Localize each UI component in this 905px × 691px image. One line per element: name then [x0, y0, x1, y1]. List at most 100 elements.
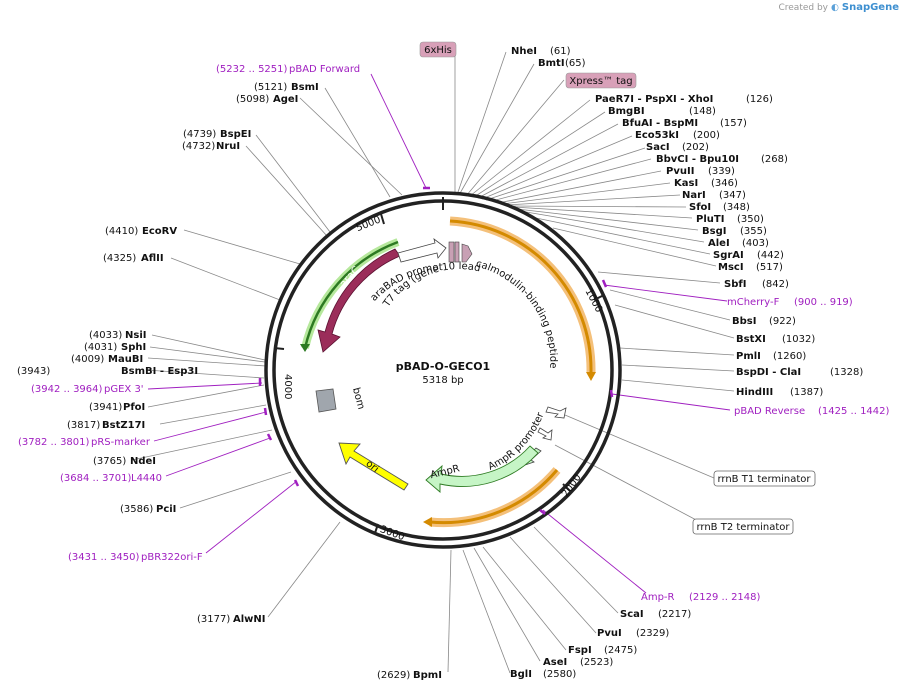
site-name-15: SgrAI [713, 250, 744, 261]
site-name-8: PvuII [666, 166, 694, 177]
primer-range-6: (3684 .. 3701) [60, 473, 132, 484]
site-pos-22: (1387) [790, 387, 823, 398]
credit-brand: SnapGene [841, 2, 899, 13]
site-left-name-2: BspEI [220, 129, 251, 140]
site-left-name-6: NsiI [125, 330, 146, 341]
site-left-name-13: PciI [156, 504, 176, 515]
primer-name-6: L4440 [131, 473, 162, 484]
site-name-21: BspDI - ClaI [736, 367, 801, 378]
restriction-sites-right: NheI(61)BmtI(65)PaeR7I - PspXI - XhoI(12… [510, 46, 863, 680]
site-name-11: SfoI [689, 202, 711, 213]
leader-lines-left [131, 87, 403, 618]
primer-range-3: (2129 .. 2148) [689, 592, 761, 603]
site-name-17: SbfI [724, 279, 746, 290]
rrnb-t2-terminator-feature[interactable] [537, 427, 553, 441]
primer-name-3: Amp-R [641, 592, 675, 603]
rrnb-t1-box [713, 470, 816, 487]
site-name-24: PvuI [597, 628, 622, 639]
site-left-name-3: NruI [216, 141, 240, 152]
rrnb-t2-box [692, 518, 794, 535]
primer-name-7: pBR322ori-F [141, 552, 203, 563]
site-left-pos-6: (4033) [89, 330, 122, 341]
site-left-name-14: AlwNI [233, 614, 266, 625]
arac-feature[interactable] [317, 248, 401, 353]
site-left-name-8: MauBI [108, 354, 143, 365]
arabad-promoter-feature[interactable] [397, 238, 447, 263]
calmodulin-arc [449, 219, 593, 373]
primer-range-0: (5232 .. 5251) [216, 64, 288, 75]
green-arc [303, 240, 399, 349]
site-left-pos-7: (4031) [84, 342, 117, 353]
sixhis-label: 6xHis [424, 45, 452, 56]
site-pos-1: (65) [565, 58, 586, 69]
site-name-22: HindIII [736, 387, 773, 398]
site-left-pos-3: (4732) [182, 141, 215, 152]
sixhis-box [419, 41, 457, 58]
site-left-pos-9: (3943) [17, 366, 50, 377]
site-pos-15: (442) [757, 250, 784, 261]
site-pos-26: (2523) [580, 657, 613, 668]
credit-prefix: Created by [778, 2, 829, 13]
site-pos-23: (2217) [658, 609, 691, 620]
ruler-ticks [273, 197, 605, 534]
site-left-name-1: AgeI [273, 94, 298, 105]
plasmid-length: 5318 bp [422, 375, 463, 386]
site-pos-9: (346) [711, 178, 738, 189]
site-pos-12: (350) [737, 214, 764, 225]
site-pos-20: (1260) [773, 351, 806, 362]
site-pos-21: (1328) [830, 367, 863, 378]
site-name-4: BfuAI - BspMI [622, 118, 698, 129]
site-left-name-5: AflII [141, 253, 164, 264]
xpress-tag-box [565, 72, 637, 89]
ruler-label-5000: 5000 [355, 214, 383, 234]
site-pos-18: (922) [769, 316, 796, 327]
primer-leader-lines [147, 73, 731, 594]
site-pos-8: (339) [708, 166, 735, 177]
site-left-pos-15: (2629) [377, 670, 410, 681]
xpress-tag-label: Xpress™ tag [569, 76, 632, 87]
site-left-pos-13: (3586) [120, 504, 153, 515]
site-pos-19: (1032) [782, 334, 815, 345]
site-pos-17: (842) [762, 279, 789, 290]
primer-name-5: pRS-marker [91, 437, 151, 448]
site-name-3: BmgBI [608, 106, 645, 117]
site-name-9: KasI [674, 178, 698, 189]
site-left-pos-8: (4009) [71, 354, 104, 365]
site-pos-3: (148) [689, 106, 716, 117]
site-pos-13: (355) [740, 226, 767, 237]
backbone-outer-ring [264, 191, 622, 549]
ruler-label-4000: 4000 [282, 374, 293, 399]
snapgene-logo-icon: ◐ [831, 2, 839, 13]
calmodulin-arrowhead [586, 372, 596, 381]
bom-feature[interactable] [315, 388, 337, 413]
site-pos-25: (2475) [604, 645, 637, 656]
site-name-18: BbsI [732, 316, 756, 327]
site-left-pos-4: (4410) [105, 226, 138, 237]
site-name-2: PaeR7I - PspXI - XhoI [595, 94, 713, 105]
ampr-feature[interactable] [425, 445, 539, 493]
site-pos-2: (126) [746, 94, 773, 105]
site-pos-6: (202) [682, 142, 709, 153]
site-left-pos-11: (3817) [67, 420, 100, 431]
site-left-name-12: NdeI [130, 456, 156, 467]
site-left-name-4: EcoRV [142, 226, 177, 237]
rrnb-t1-terminator-feature[interactable] [545, 406, 567, 419]
rrnb-t1-label: rrnB T1 terminator [717, 474, 811, 485]
site-name-27: BglI [510, 669, 532, 680]
primer-range-2: (1425 .. 1442) [818, 406, 890, 417]
site-pos-5: (200) [693, 130, 720, 141]
primer-range-4: (3942 .. 3964) [31, 384, 103, 395]
site-pos-24: (2329) [636, 628, 669, 639]
site-name-26: AseI [543, 657, 567, 668]
t7-tag-features[interactable] [448, 241, 473, 263]
site-left-pos-0: (5121) [254, 82, 287, 93]
primer-name-0: pBAD Forward [289, 64, 360, 75]
site-name-20: PmlI [736, 351, 761, 362]
site-pos-11: (348) [723, 202, 750, 213]
site-name-16: MscI [718, 262, 744, 273]
ori-feature[interactable] [338, 442, 409, 491]
green-arrowhead [300, 344, 310, 352]
primer-labels: (5232 .. 5251)pBAD Forward(900 .. 919)mC… [18, 64, 890, 603]
site-pos-14: (403) [742, 238, 769, 249]
primer-range-7: (3431 .. 3450) [68, 552, 140, 563]
